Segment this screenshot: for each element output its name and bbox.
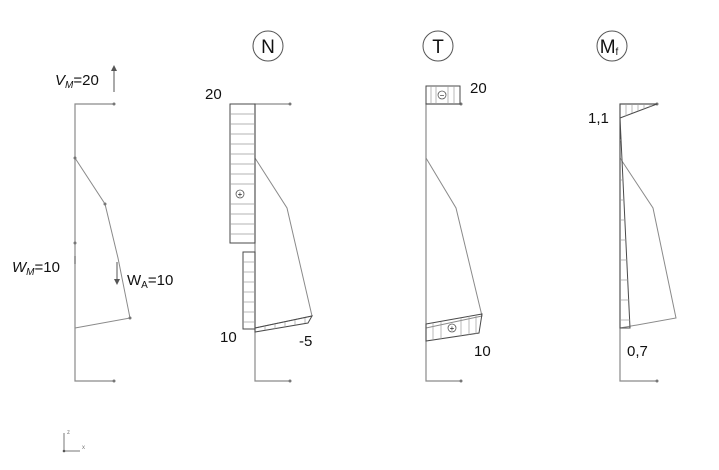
wa-label: WA=10 <box>127 272 173 291</box>
m-area-top <box>619 103 658 119</box>
m-bottom-value: 0,7 <box>627 343 648 360</box>
axis-x-label: x <box>82 445 85 451</box>
m-panel: Mf 1,1 0,7 <box>588 30 677 383</box>
t-sign-minus: − <box>440 91 445 100</box>
m-header-circle <box>596 30 628 62</box>
n-header-circle <box>252 30 284 62</box>
t-header-label: T <box>432 37 444 58</box>
t-frame <box>425 103 461 382</box>
n-panel: N + <box>205 30 313 383</box>
vm-label: VM=20 <box>55 72 99 91</box>
n-header-label: N <box>261 37 275 58</box>
m-header-label: Mf <box>600 37 619 58</box>
m-shape <box>619 157 677 329</box>
n-top-value: 20 <box>205 86 222 103</box>
n-sign-plus: + <box>238 190 243 199</box>
n-right-value: -5 <box>299 333 312 350</box>
t-shape <box>425 157 483 329</box>
axis-y-label: z <box>67 430 70 436</box>
n-frame <box>254 103 290 382</box>
t-sign-top-circle <box>437 90 447 100</box>
structure-frame <box>74 103 114 382</box>
n-area-diagonal <box>254 315 313 333</box>
t-area-bottom <box>425 313 483 342</box>
t-bottom-value: 10 <box>474 343 491 360</box>
t-header-circle <box>422 30 454 62</box>
t-top-value: 20 <box>470 80 487 97</box>
wm-label: WM=10 <box>12 259 60 278</box>
t-sign-bottom-circle <box>447 323 457 333</box>
m-area-main <box>619 117 631 329</box>
t-sign-plus: + <box>450 324 455 333</box>
structure-deformed-shape <box>74 157 131 329</box>
axis-indicator: z x <box>62 430 85 453</box>
t-panel: T − + 20 10 <box>422 30 491 383</box>
n-shape <box>254 157 313 329</box>
n-sign-circle <box>235 189 245 199</box>
structure-panel: VM=20 WM=10 WA=10 <box>12 65 173 383</box>
n-area-lower <box>242 251 256 330</box>
n-area-upper <box>229 103 256 244</box>
n-bottom-value: 10 <box>220 329 237 346</box>
t-area-top <box>425 85 461 105</box>
m-top-value: 1,1 <box>588 110 609 127</box>
